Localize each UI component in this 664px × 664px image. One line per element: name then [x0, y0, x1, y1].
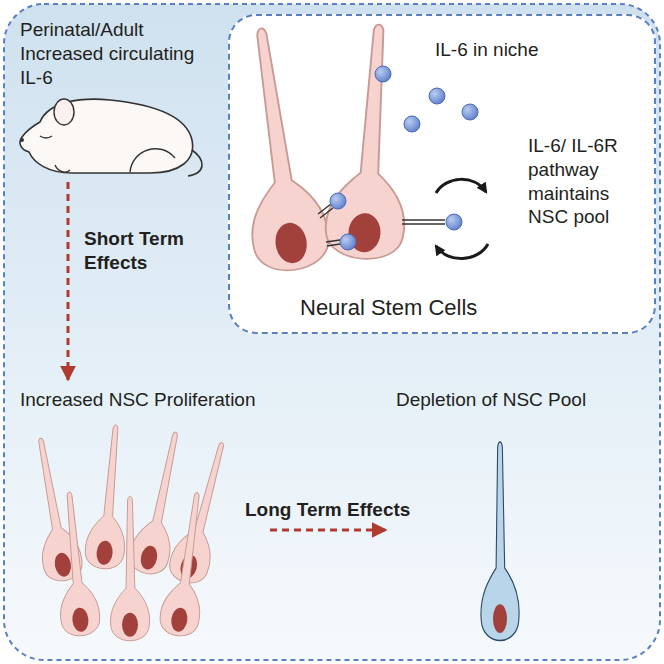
- edge-label: Long Term Effects: [245, 498, 410, 522]
- stem-cell: [21, 435, 85, 584]
- proliferation-group: Increased NSC Proliferation: [14, 384, 266, 654]
- mouse-eye: [40, 136, 52, 138]
- stem-cell: [127, 428, 195, 577]
- stem-cell: [110, 496, 149, 640]
- stem-cell: [84, 423, 136, 570]
- stem-cell: [166, 438, 241, 588]
- niche-label: IL-6 in niche: [435, 38, 539, 62]
- stage-caption: Increased NSC Proliferation: [20, 388, 256, 412]
- cycle-arrow: [436, 179, 486, 193]
- stem-cell: [50, 490, 102, 637]
- mouse-nose: [20, 138, 24, 142]
- cycle-arrow: [436, 244, 488, 259]
- outer-panel: [4, 4, 660, 660]
- niche-box: IL-6 in nicheIL-6/ IL-6R pathway maintai…: [228, 14, 656, 334]
- depletion-group: Depletion of NSC Pool: [390, 384, 597, 654]
- stem-cell: [158, 490, 217, 638]
- dashed-arrow: [270, 529, 386, 532]
- pathway-note: IL-6/ IL-6R pathway maintains NSC pool: [528, 134, 646, 229]
- stem-cell: [324, 22, 418, 262]
- il6-particles: [330, 66, 478, 250]
- dashed-arrow: [67, 182, 70, 380]
- stem-cell: [481, 442, 519, 641]
- mouse-body: [20, 99, 193, 173]
- mouse-leg: [130, 149, 175, 172]
- receptor-links: [318, 204, 445, 246]
- mouse-tail: [188, 150, 202, 176]
- source-group: Perinatal/Adult Increased circulating IL…: [14, 14, 222, 178]
- stage-caption: Depletion of NSC Pool: [396, 388, 586, 412]
- stem-cell: [223, 23, 332, 275]
- edge-label: Short Term Effects: [84, 227, 194, 275]
- cell-label: Neural Stem Cells: [300, 294, 477, 322]
- mouse-ear: [54, 99, 74, 125]
- mouse-paw: [55, 165, 70, 172]
- source-caption: Perinatal/Adult Increased circulating IL…: [20, 18, 212, 89]
